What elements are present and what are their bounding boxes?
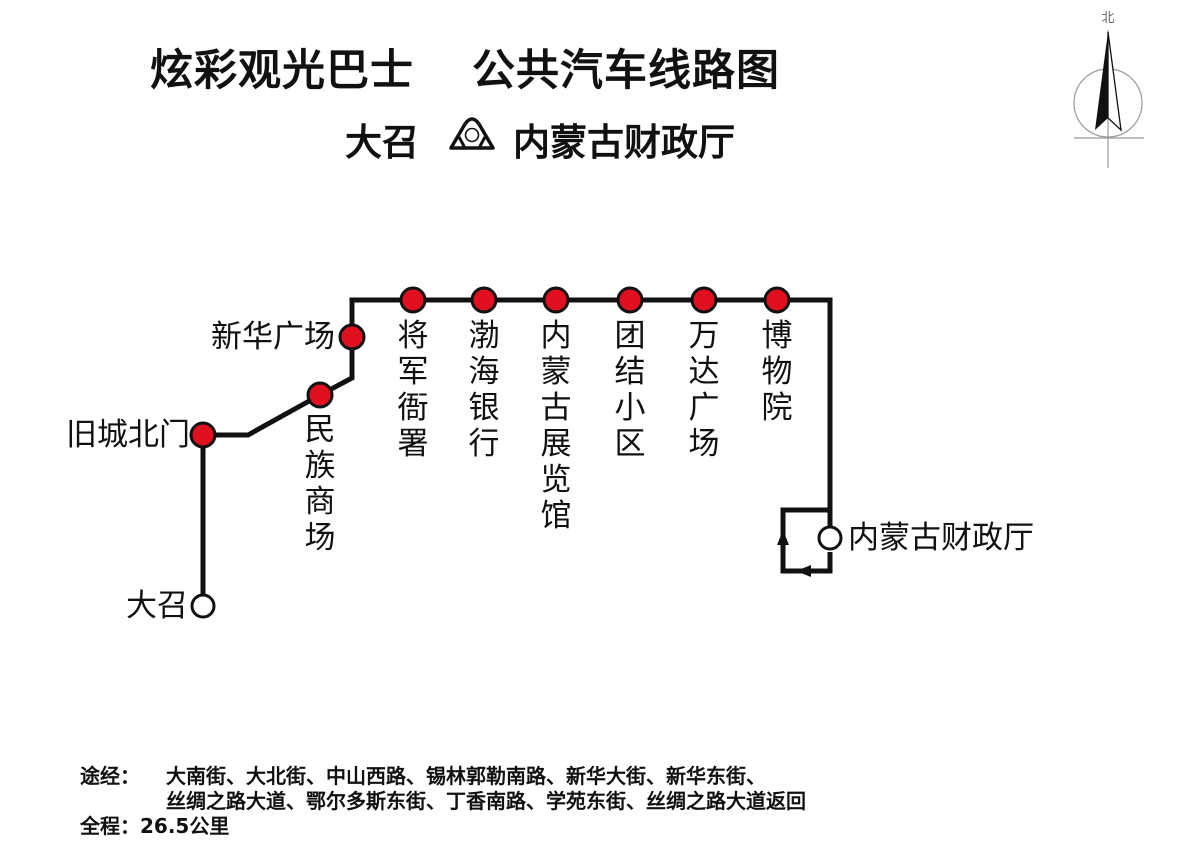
stop-label-wanda-guangchang: 万达广场 — [688, 318, 720, 462]
via-label: 途经： — [80, 764, 140, 788]
route-endpoints: 大召 内蒙古财政厅 — [345, 114, 735, 164]
via-streets-line2: 丝绸之路大道、鄂尔多斯东街、丁香南路、学苑东街、丝绸之路大道返回 — [166, 789, 806, 813]
loop-icon — [445, 115, 499, 164]
length-value: 26.5公里 — [140, 814, 230, 838]
stop-label-tuanjie-xiaoqu: 团结小区 — [614, 318, 646, 462]
stop-marker-jiucheng-beimen — [189, 421, 217, 449]
stop-label-jiangjun-yashu: 将军衙署 — [397, 318, 429, 462]
stop-marker-bowuyuan — [763, 286, 791, 314]
compass-north-label: 北 — [1101, 11, 1114, 26]
stop-label-minzu-shangchang: 民族商场 — [304, 412, 336, 556]
length-label: 全程： — [80, 814, 140, 838]
stop-marker-dazhao — [190, 593, 216, 619]
route-destination: 内蒙古财政厅 — [513, 121, 735, 164]
stop-label-dazhao: 大召 — [126, 588, 188, 624]
route-origin: 大召 — [345, 121, 419, 164]
title-bus-name: 炫彩观光巴士 — [150, 46, 414, 96]
compass-north-arrow-icon: 北 — [1062, 0, 1162, 179]
via-streets-line1: 大南街、大北街、中山西路、锡林郭勒南路、新华大街、新华东街、 — [166, 764, 766, 788]
stop-marker-minzu-shangchang — [306, 381, 334, 409]
stop-label-zhanlanguan: 内蒙古展览馆 — [540, 318, 572, 534]
title-route-map: 公共汽车线路图 — [472, 46, 780, 96]
stop-marker-wanda-guangchang — [690, 286, 718, 314]
stop-label-bohai-yinhang: 渤海银行 — [468, 318, 500, 462]
loop-arrows — [777, 530, 811, 577]
stop-label-xinhua-guangchang: 新华广场 — [211, 319, 335, 355]
stop-marker-tuanjie-xiaoqu — [616, 286, 644, 314]
stop-marker-jiangjun-yashu — [399, 286, 427, 314]
via-row-continued: 丝绸之路大道、鄂尔多斯东街、丁香南路、学苑东街、丝绸之路大道返回 — [80, 789, 806, 814]
stop-marker-zhanlanguan — [542, 286, 570, 314]
stop-marker-xinhua-guangchang — [338, 323, 366, 351]
page-title: 炫彩观光巴士 公共汽车线路图 — [150, 36, 780, 98]
stop-marker-bohai-yinhang — [470, 286, 498, 314]
route-notes: 途经： 大南街、大北街、中山西路、锡林郭勒南路、新华大街、新华东街、 丝绸之路大… — [80, 764, 806, 839]
via-row: 途经： 大南街、大北街、中山西路、锡林郭勒南路、新华大街、新华东街、 — [80, 764, 806, 789]
length-row: 全程： 26.5公里 — [80, 814, 806, 839]
stop-label-bowuyuan: 博物院 — [761, 318, 793, 426]
stop-label-caizhengting: 内蒙古财政厅 — [848, 520, 1034, 556]
stop-marker-caizhengting — [817, 525, 843, 551]
stop-label-jiucheng-beimen: 旧城北门 — [66, 417, 190, 453]
